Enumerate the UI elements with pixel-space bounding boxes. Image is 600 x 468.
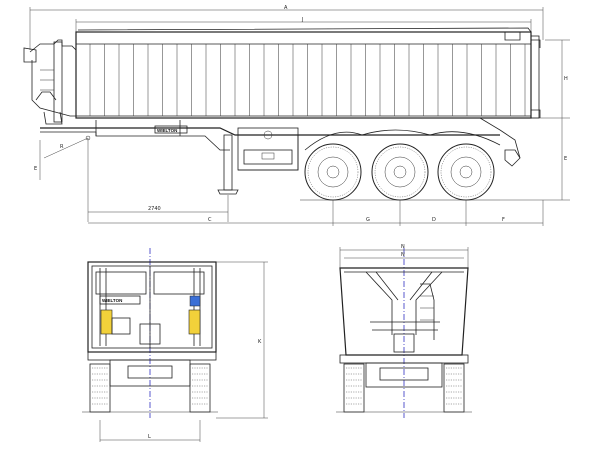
dim-label-coupling-side: E bbox=[34, 166, 37, 172]
tailgate-lock bbox=[393, 333, 415, 353]
dim-label-body-height: H bbox=[564, 76, 568, 82]
rear-wheels-right-2 bbox=[443, 363, 465, 413]
tailgate-platform bbox=[370, 321, 440, 331]
rear-door-frame bbox=[91, 265, 213, 349]
rear-wheels-right bbox=[189, 363, 211, 413]
door-latch-centre bbox=[139, 323, 161, 345]
chassis-main-rail bbox=[40, 127, 500, 136]
rear-body-outline bbox=[87, 261, 217, 353]
rear-bumper bbox=[504, 149, 521, 167]
dim-label-track-width: L bbox=[148, 434, 151, 440]
landing-gear-foot bbox=[217, 189, 239, 195]
spare-wheel-hub bbox=[263, 130, 273, 140]
landing-gear-leg bbox=[223, 134, 233, 191]
front-top-rail bbox=[29, 39, 77, 53]
dim-label-body-width: N bbox=[401, 252, 405, 258]
brand-plate-rear: WIELTON bbox=[102, 298, 122, 303]
door-locking-bars bbox=[99, 268, 201, 346]
dim-label-landing-gear: 2740 bbox=[148, 206, 161, 212]
right-warning-plate bbox=[188, 309, 201, 335]
rear-door bbox=[530, 35, 540, 119]
axle-1 bbox=[304, 143, 362, 201]
left-door-top-panel bbox=[95, 271, 147, 295]
dim-label-wheelbase-2: D bbox=[432, 217, 436, 223]
toolbox-bracket bbox=[238, 135, 299, 171]
rear-lamp-cluster-right bbox=[379, 367, 429, 381]
side-view: A J H E WIELTON bbox=[23, 5, 570, 226]
body-ribs bbox=[89, 44, 526, 116]
front-ladder-rungs bbox=[40, 69, 54, 91]
left-warning-plate bbox=[100, 309, 113, 335]
door-latch-left bbox=[111, 317, 131, 335]
dim-label-swing-radius: R bbox=[60, 144, 64, 150]
tailgate-ribs bbox=[365, 271, 443, 335]
mudguards bbox=[304, 129, 501, 151]
dim-label-overall-length: A bbox=[284, 5, 288, 11]
brand-plate-side-frame bbox=[154, 125, 188, 134]
brand-plate-rear-frame bbox=[99, 295, 141, 305]
right-door-top-panel bbox=[153, 271, 205, 295]
axle-3 bbox=[437, 143, 495, 201]
chassis-gooseneck bbox=[40, 131, 230, 151]
rear-axle-assembly-right bbox=[365, 362, 443, 388]
front-mudguard bbox=[43, 111, 63, 125]
rear-view-tailgate: N N bbox=[336, 244, 472, 418]
dim-swing-radius bbox=[43, 137, 89, 159]
dim-label-rear-overhang: F bbox=[502, 217, 505, 223]
toolbox-handle bbox=[261, 152, 275, 160]
dim-label-body-length: J bbox=[301, 17, 303, 23]
dim-label-front-overhang: C bbox=[208, 217, 212, 223]
rear-ladder-rungs bbox=[420, 295, 434, 321]
rear-ladder-rail bbox=[420, 283, 435, 340]
front-bulkhead bbox=[31, 60, 76, 117]
tailgate-inner-ribs bbox=[375, 271, 433, 301]
front-step bbox=[35, 91, 57, 101]
front-lamp bbox=[23, 47, 37, 63]
dim-label-overall-height: K bbox=[258, 339, 262, 345]
dim-label-overall-width: N bbox=[401, 244, 405, 250]
tipper-body bbox=[75, 31, 532, 119]
toolbox-door bbox=[243, 149, 293, 165]
rear-bumper-bar bbox=[87, 351, 217, 361]
dim-label-coupling-height: E bbox=[564, 156, 567, 162]
rear-door-hinges bbox=[531, 39, 541, 118]
front-pillar bbox=[53, 41, 63, 123]
dim-label-wheelbase-1: G bbox=[366, 217, 370, 223]
rear-wheels-left-2 bbox=[343, 363, 365, 413]
rear-lamp-cluster bbox=[127, 365, 173, 379]
license-badge bbox=[189, 295, 201, 307]
rear-wheels-left bbox=[89, 363, 111, 413]
rear-hinge-bracket bbox=[504, 32, 521, 41]
body-tarp-edge bbox=[77, 27, 532, 33]
axle-2 bbox=[371, 143, 429, 201]
brand-plate-side: WIELTON bbox=[157, 128, 177, 133]
rear-view-doors: WIELTON L K bbox=[82, 248, 268, 442]
rear-underride-arm bbox=[479, 117, 521, 159]
